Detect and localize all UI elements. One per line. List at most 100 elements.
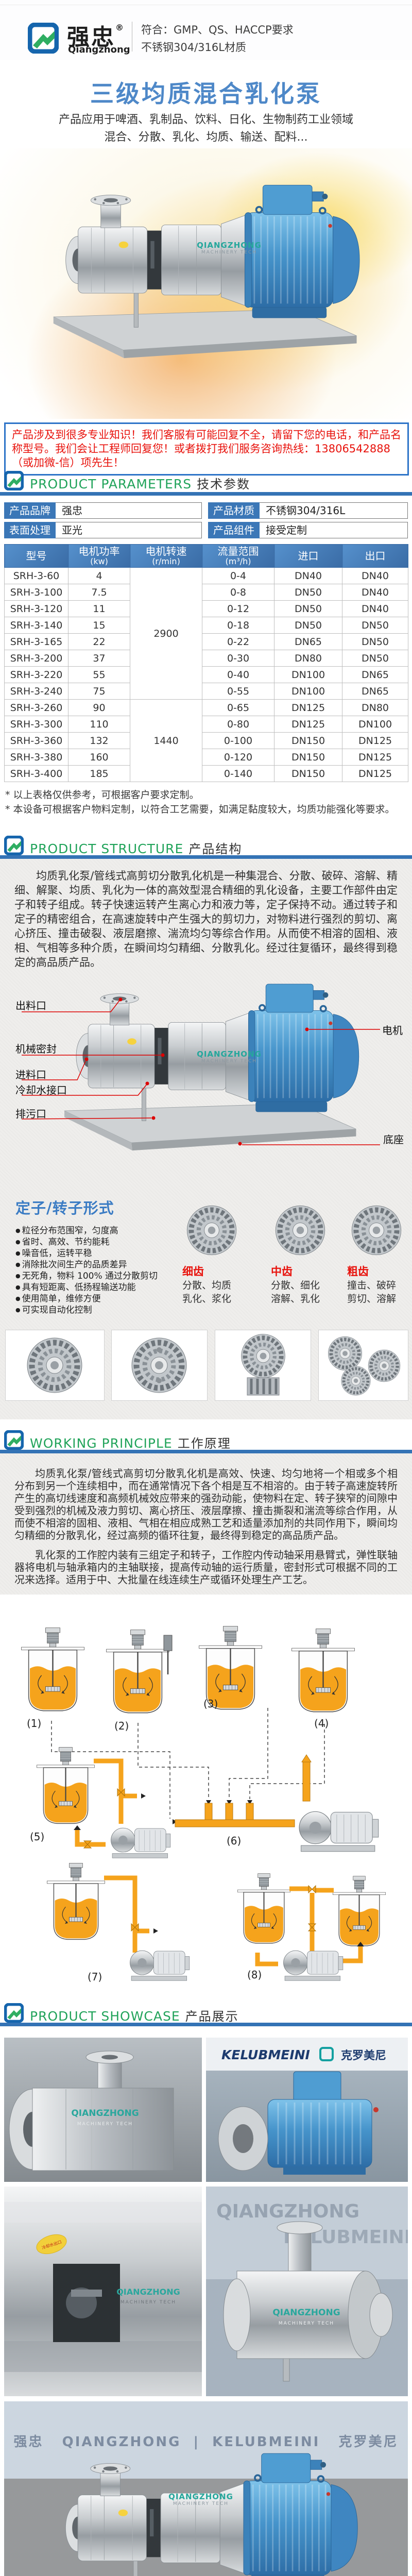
partner-cn-text: 克罗美尼 — [341, 2049, 386, 2062]
info-cell-brand: 产品品牌 强忠 — [4, 502, 202, 519]
spec-table: 型号 电机功率(kw) 电机转速(r/min) 流量范围(m³/h) 进口 出口… — [4, 544, 408, 782]
section-divider-bar — [0, 1450, 412, 1453]
banner-brand-cn: 强忠 — [13, 2434, 44, 2450]
info-label: 产品材质 — [208, 502, 260, 519]
info-value: 强忠 — [56, 502, 202, 519]
rotor-part-photo-3 — [215, 1330, 311, 1401]
showcase-cn: 产品展示 — [185, 2009, 239, 2024]
section-icon — [4, 2003, 24, 2023]
registered-mark: ® — [115, 23, 125, 32]
gear-photo-coarse — [346, 1202, 407, 1258]
table-note-1: * 以上表格仅供参考，可根据客户要求定制。 — [5, 789, 199, 801]
col-outlet: 出口 — [342, 544, 408, 568]
info-cell-material: 产品材质 不锈钢304/316L — [208, 502, 408, 519]
seal-macro-closeup: 冷却水出口 QIANGZHONG MACHINERY TECH — [4, 2187, 202, 2396]
svg-text:(7): (7) — [88, 1971, 102, 1983]
steel-pump-closeup: QIANGZHONG MACHINERY TECH — [4, 2038, 202, 2182]
rotor-disc-illustration — [128, 1334, 190, 1396]
header-claim-2: 不锈钢304/316L材质 — [141, 41, 246, 54]
principle-en: WORKING PRINCIPLE — [30, 1436, 173, 1451]
feature-item: ●可实现自动化控制 — [15, 1305, 92, 1315]
gear-name-coarse: 粗齿 — [347, 1265, 369, 1278]
section-divider-bar — [0, 2023, 412, 2026]
callout-drain: 排污口 — [15, 1108, 46, 1120]
rotor-disc-illustration — [24, 1334, 85, 1396]
principle-paragraph-1: 均质乳化泵/管线式高剪切分散乳化机是高效、快速、均匀地将一个相或多个相分布到另一… — [14, 1467, 398, 1541]
banner-partner-en: KELUBMEINI — [212, 2434, 320, 2450]
info-label: 表面处理 — [4, 522, 56, 538]
hero-product-photo — [0, 148, 412, 419]
section-title-en: WORKING PRINCIPLE 工作原理 — [30, 1433, 231, 1451]
col-power: 电机功率(kw) — [68, 544, 130, 568]
feature-item: ●省时、高效、节约能耗 — [15, 1237, 110, 1247]
watermark-sub: MACHINERY TECH — [77, 2122, 133, 2127]
col-inlet: 进口 — [274, 544, 342, 568]
structure-paragraph: 均质乳化泵/管线式高剪切分散乳化机是一种集混合、分散、破碎、溶解、精细、解聚、均… — [14, 870, 398, 969]
full-pump-photo-a — [4, 2401, 408, 2576]
banner-partner-cn: 克罗美尼 — [338, 2434, 399, 2450]
svg-text:(2): (2) — [114, 1720, 129, 1732]
brand-name-cn: 强忠® — [67, 19, 125, 52]
diagram-number-labels: (1) (2) (3) (4) (5) (6) (7) (8) — [27, 1698, 329, 1983]
speed-1440-cell: 1440 — [130, 699, 202, 782]
section-icon — [4, 1430, 24, 1450]
brand-name-en: Qiangzhong — [68, 44, 130, 55]
structure-figure — [21, 983, 380, 1151]
section-divider-bar — [0, 855, 412, 859]
info-label: 产品品牌 — [4, 502, 56, 519]
info-value: 接受定制 — [260, 522, 408, 538]
principle-cn: 工作原理 — [177, 1436, 231, 1451]
speed-2900-cell: 2900 — [130, 567, 202, 700]
watermark-en: QIANGZHONG — [71, 2108, 139, 2119]
svg-text:(6): (6) — [227, 1835, 241, 1847]
blue-motor-closeup: KELUBMEINI 克罗美尼 — [206, 2038, 408, 2182]
rotor-part-photo-4 — [318, 1330, 408, 1401]
gear-photo-medium — [270, 1202, 331, 1258]
brand-logo-icon — [24, 23, 63, 54]
principle-paragraph-2: 乳化泵的工作腔内装有三组定子和转子，工作腔内传动轴采用悬臂式，弹性联轴器将电机与… — [14, 1549, 398, 1586]
faint-banner-text: QIANGZHONG — [216, 2201, 359, 2222]
feature-item: ●具有短距离、低扬程输送功能 — [15, 1282, 136, 1293]
rotor-part-photo-2 — [111, 1330, 208, 1401]
partner-logo-icon — [319, 2047, 334, 2061]
svg-text:(3): (3) — [203, 1698, 218, 1710]
spec-header-row: 型号 电机功率(kw) 电机转速(r/min) 流量范围(m³/h) 进口 出口 — [4, 544, 408, 568]
header-claim-1: 符合：GMP、QS、HACCP要求 — [141, 24, 294, 36]
gear-desc: 溶解、乳化 — [271, 1293, 320, 1304]
page-subtitle-1: 产品应用于啤酒、乳制品、饮料、日化、生物制药工业领域 — [58, 113, 353, 126]
brand-name-cn-text: 强忠 — [67, 24, 115, 50]
structure-en: PRODUCT STRUCTURE — [30, 841, 184, 856]
gear-desc: 乳化、浆化 — [182, 1293, 232, 1304]
feature-list: ●粒径分布范围窄，匀度高 ●省时、高效、节约能耗 ●噪音低，运转平稳 ●消除批次… — [15, 1225, 170, 1316]
principle-section-bg — [0, 1453, 412, 1595]
feature-item: ●使用简单，维修方便 — [15, 1294, 101, 1304]
callout-motor: 电机 — [382, 1024, 403, 1037]
info-label: 产品组件 — [208, 522, 260, 538]
page-title: 三级均质混合乳化泵 — [90, 80, 322, 108]
callout-outlet: 出料口 — [15, 999, 46, 1012]
gear-desc: 分散、细化 — [271, 1280, 320, 1291]
gear-desc: 撞击、破碎 — [347, 1280, 397, 1291]
feature-item: ●无死角，物料 100% 通过分散剪切 — [15, 1271, 158, 1281]
header-banner: 强忠® Qiangzhong 符合：GMP、QS、HACCP要求 不锈钢304/… — [0, 0, 412, 60]
showcase-photo-4: QIANGZHONG KELUBMEINI QIANGZHONG MACHINE… — [206, 2187, 408, 2396]
service-notice-box: 产品涉及到很多专业知识！我们客服有可能回复不全，请留下您的电话，和产品名称型号。… — [4, 422, 409, 476]
rotor-set-illustration — [319, 1330, 408, 1400]
gear-name-fine: 细齿 — [182, 1265, 204, 1278]
feature-item: ●消除批次间生产的品质差异 — [15, 1260, 127, 1270]
gear-desc: 分散、均质 — [182, 1280, 232, 1291]
